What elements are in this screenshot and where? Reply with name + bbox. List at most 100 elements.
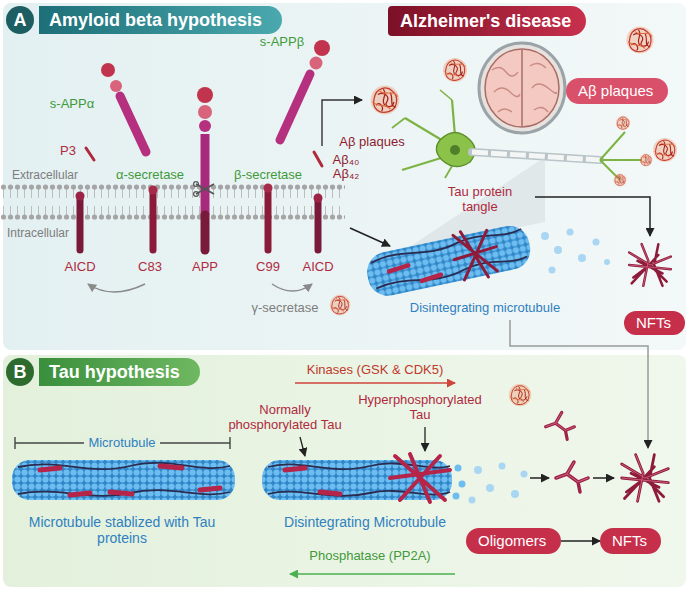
panel-ground — [3, 355, 686, 587]
amyloid-plaque — [330, 26, 677, 406]
microtubule-label: Disintegrating microtubule — [410, 300, 560, 315]
app-proteins — [76, 40, 391, 292]
microtubule — [320, 492, 340, 494]
enzyme-label: Phosphatase (PP2A) — [309, 548, 430, 563]
tangle-symbol — [622, 455, 669, 502]
amyloid-plaque — [626, 26, 653, 53]
brain-neuron — [521, 50, 523, 126]
tubulin-dots — [521, 471, 528, 478]
tubulin-dots — [499, 463, 506, 470]
amyloid-plaque — [371, 86, 400, 115]
leader-arrow — [535, 197, 650, 236]
panel-ground — [3, 3, 686, 587]
enzyme-label: γ-secretase — [251, 300, 318, 315]
brain-neuron — [479, 43, 565, 133]
app-proteins — [194, 192, 199, 197]
leader-arrow — [300, 437, 305, 456]
amyloid-plaque — [443, 58, 467, 82]
cell-membrane — [0, 184, 345, 220]
tubulin-dots — [469, 229, 611, 504]
fragment-label: P3 — [60, 143, 76, 158]
panel-letter: B — [6, 358, 34, 386]
app-proteins — [280, 74, 310, 140]
app-proteins — [264, 184, 273, 193]
app-proteins — [201, 134, 210, 215]
tubulin-dots — [469, 497, 476, 504]
microtubule — [370, 227, 522, 264]
fragment-label: AICD — [302, 259, 333, 274]
leader-arrow — [290, 573, 455, 575]
region-label: Extracellular — [12, 168, 78, 182]
microtubule — [268, 491, 450, 496]
oligomer-tag: Oligomers — [466, 528, 561, 554]
leader-arrow — [593, 477, 614, 479]
amyloid-plaque — [509, 384, 531, 406]
microtubule — [363, 218, 535, 301]
plaque-tag: Aβ plaques — [566, 78, 668, 104]
app-proteins — [314, 194, 323, 203]
brain-neuron — [392, 43, 642, 250]
brain-neuron — [600, 132, 625, 160]
app-proteins — [88, 284, 145, 292]
tubulin-dots — [549, 267, 556, 274]
tubulin-dots — [554, 246, 562, 254]
tubulin-dots — [604, 259, 610, 265]
app-proteins — [272, 284, 312, 291]
peptide-label: Aβ₄₂ — [333, 166, 360, 181]
app-proteins — [198, 105, 212, 119]
banner-heading: Alzheimer's disease — [388, 6, 586, 36]
tag-text: NFTs — [624, 311, 685, 335]
app-proteins — [150, 192, 157, 250]
microtubule — [200, 488, 220, 490]
fragment-label: C83 — [138, 259, 162, 274]
protein-label: s-APPβ — [260, 34, 304, 49]
nft-tag: NFTs — [624, 311, 685, 335]
app-proteins — [76, 192, 85, 201]
amyloid-plaque — [640, 154, 653, 167]
panel-ground — [3, 3, 686, 350]
microtubule-label: Microtubule — [84, 435, 159, 450]
brain-neuron — [600, 159, 642, 161]
microtubule — [459, 481, 466, 488]
brain-neuron — [440, 90, 452, 100]
microtubule — [268, 463, 450, 469]
microtubule — [285, 468, 305, 470]
brain-neuron — [402, 158, 441, 170]
app-proteins — [265, 192, 272, 250]
fragment-label: C99 — [256, 259, 280, 274]
app-proteins — [201, 215, 210, 250]
product-label: Aβ plaques — [339, 134, 404, 149]
tubulin-dots — [474, 466, 482, 474]
tag-text: Aβ plaques — [566, 78, 668, 104]
tubulin-dots — [511, 490, 519, 498]
brain-neuron — [472, 152, 600, 160]
app-proteins — [196, 184, 214, 194]
cell-membrane — [0, 184, 345, 220]
brain-neuron — [485, 49, 559, 127]
app-proteins — [314, 152, 322, 166]
amyloid-plaque — [653, 138, 677, 162]
app-proteins — [194, 182, 199, 187]
panel-heading: Amyloid beta hypothesis — [39, 6, 282, 34]
app-proteins — [86, 148, 94, 160]
panel-letter: A — [6, 6, 34, 34]
brain-neuron — [450, 145, 460, 155]
tag-text: Oligomers — [466, 528, 561, 554]
tubulin-dots — [578, 254, 586, 262]
region-label: Intracellular — [7, 226, 69, 240]
protein-label: APP — [192, 259, 218, 274]
tangle-symbol — [546, 412, 575, 439]
amyloid-plaque — [330, 295, 351, 316]
brain-neuron — [445, 166, 452, 178]
leader-arrow — [510, 320, 648, 448]
microtubule — [376, 254, 528, 292]
microtubule — [18, 463, 230, 469]
tau-label: Normally phosphorylated Tau — [223, 402, 348, 432]
microtubule — [455, 465, 462, 472]
tubulin-dots — [567, 229, 574, 236]
tubulin-dots — [541, 232, 549, 240]
tubulin-dots — [593, 239, 600, 246]
microtubule — [12, 454, 466, 502]
microtubule — [453, 493, 460, 500]
